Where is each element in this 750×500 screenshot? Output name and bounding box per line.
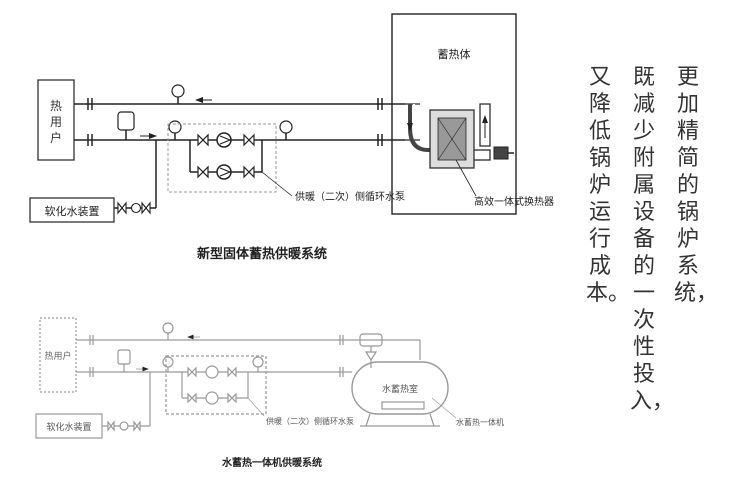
bottom-pump-group-box — [165, 355, 267, 415]
top-expansion-tank — [117, 111, 135, 131]
slogan-column-1: 更加精简的锅炉系统， — [674, 65, 719, 306]
top-system-diagram — [29, 13, 517, 223]
top-heat-exchanger — [429, 109, 475, 169]
top-exchanger-label: 高效一体式换热器 — [474, 195, 554, 208]
bottom-pump-2 — [205, 391, 219, 405]
top-heat-user-box — [37, 79, 75, 161]
bottom-water-storage-tank — [351, 361, 449, 415]
slogan-column-2: 既减少附属设备的一次性投入， — [630, 65, 675, 414]
top-pump-label: 供暖（二次）侧循环水泵 — [295, 190, 405, 203]
top-heat-user-label-2: 用 — [50, 115, 62, 129]
bottom-expansion-tank — [117, 349, 131, 365]
top-pressure-gauge-1 — [171, 84, 185, 98]
top-storage-label: 蓄热体 — [438, 47, 471, 61]
top-heat-user-label-3: 户 — [50, 130, 62, 145]
top-pressure-gauge-3 — [279, 120, 293, 134]
bottom-system-diagram — [35, 317, 457, 439]
bottom-unit-label: 水蓄热一体机 — [456, 417, 504, 427]
bottom-pump-1 — [205, 365, 219, 379]
top-pressure-gauge-2 — [168, 120, 182, 134]
slogan-column-3: 又降低锅炉运行成本。 — [586, 65, 631, 306]
bottom-softener-label: 软化水装置 — [46, 421, 91, 433]
top-heat-storage-box — [391, 13, 517, 215]
bottom-pressure-gauge-1 — [162, 322, 174, 334]
bottom-heat-user-label: 热用户 — [44, 350, 71, 362]
top-softener-box — [29, 197, 115, 223]
top-pump-group-box — [167, 123, 277, 193]
bottom-pump-label: 供暖（二次）侧循环水泵 — [266, 416, 354, 426]
top-heat-user-label-1: 热 — [50, 99, 62, 113]
bottom-caption: 水蓄热一体机供暖系统 — [221, 456, 322, 469]
top-caption: 新型固体蓄热供暖系统 — [197, 246, 327, 262]
bottom-tank-label: 水蓄热室 — [382, 383, 418, 395]
top-softener-label: 软化水装置 — [45, 204, 100, 218]
bottom-heat-user-box — [39, 317, 77, 393]
